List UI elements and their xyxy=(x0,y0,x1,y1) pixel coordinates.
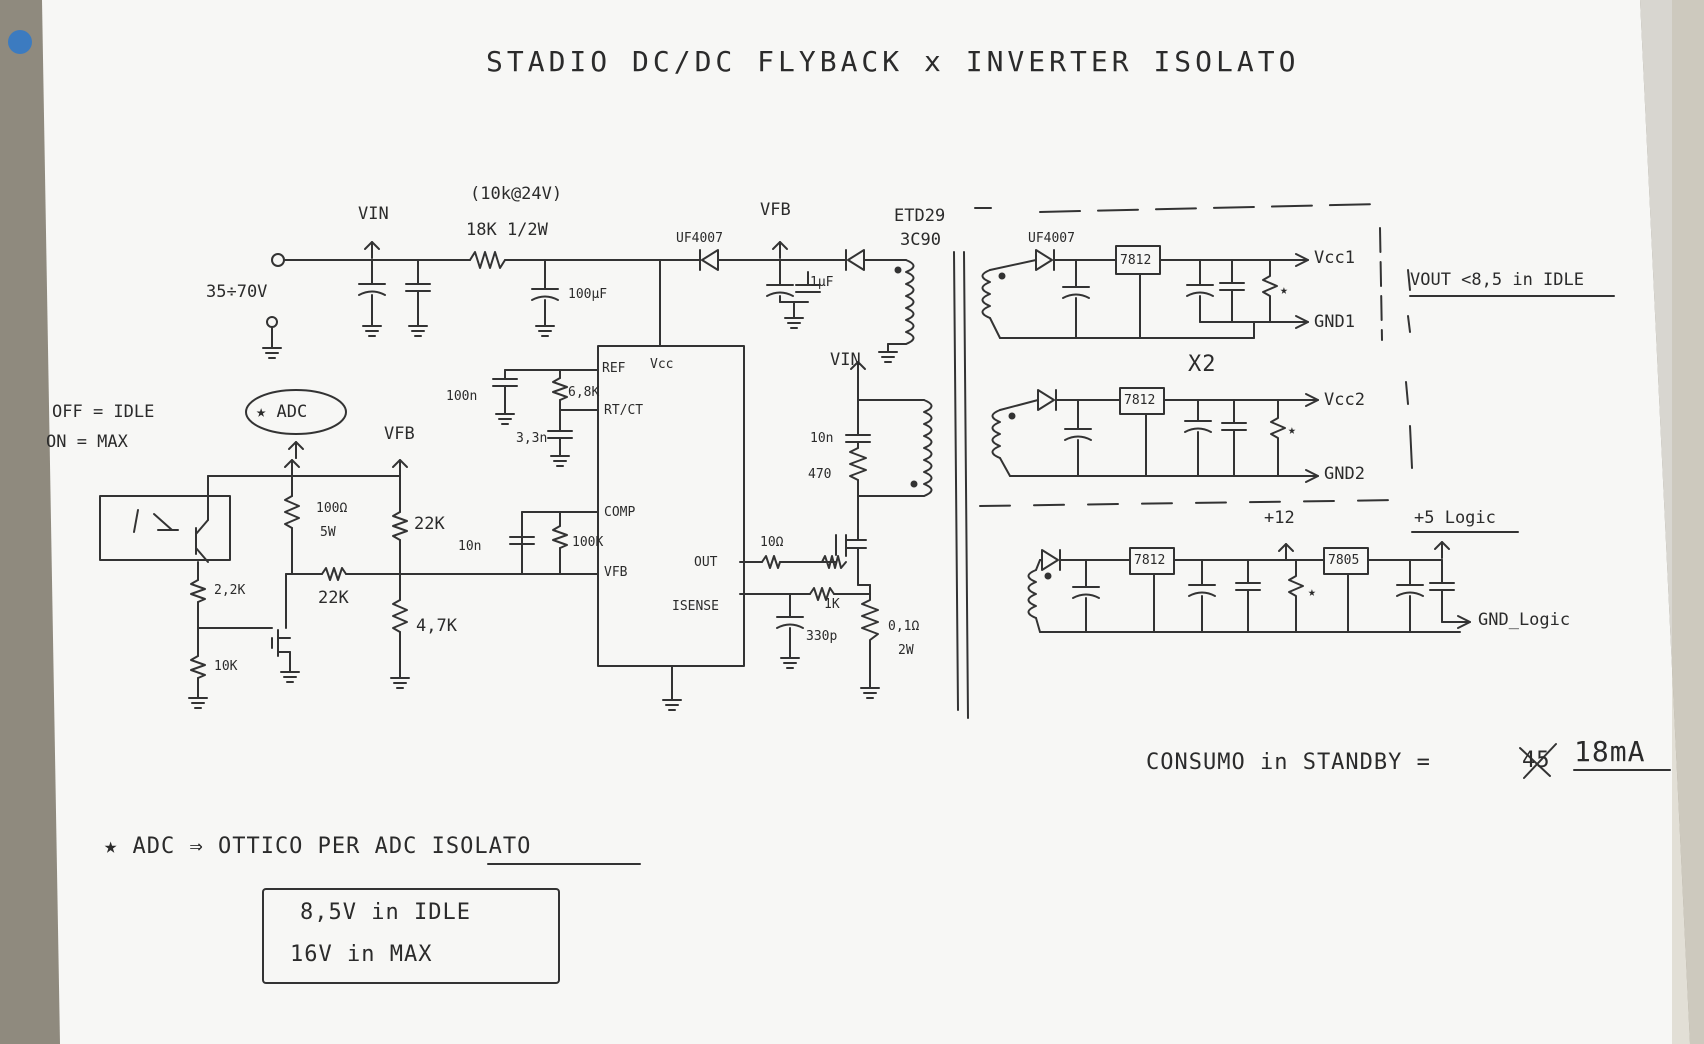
x2-label: X2 xyxy=(1188,352,1217,377)
gnd-logic-label: GND_Logic xyxy=(1478,610,1571,630)
star-logic: ★ xyxy=(1308,585,1316,600)
resistor-10k-label: 10K xyxy=(214,659,238,674)
resistor-100r-power-label: 5W xyxy=(320,525,336,540)
idle-max-box xyxy=(262,888,560,984)
core-type-label: ETD29 xyxy=(894,206,946,226)
on-max-label: ON = MAX xyxy=(46,432,128,452)
plus5-logic-label: +5 Logic xyxy=(1414,508,1496,528)
comp-cap-label: 10n xyxy=(458,539,482,554)
max-voltage-line: 16V in MAX xyxy=(290,942,433,967)
resistor-100r-label: 100Ω xyxy=(316,501,348,516)
star-ch1: ★ xyxy=(1280,283,1288,298)
resistor-2k2-label: 2,2K xyxy=(214,583,246,598)
cap-100uf-label: 100μF xyxy=(568,287,608,302)
ch1-diode-label: UF4007 xyxy=(1028,231,1075,246)
page-title: STADIO DC/DC FLYBACK x INVERTER ISOLATO xyxy=(486,45,1300,78)
vout-idle-note: VOUT <8,5 in IDLE xyxy=(1410,270,1584,290)
star-ch2: ★ xyxy=(1288,423,1296,438)
ch2-regulator-label: 7812 xyxy=(1124,393,1156,408)
ct-cap-label: 3,3n xyxy=(516,431,548,446)
consumption-struck-value: 45 xyxy=(1522,748,1551,773)
ref-cap-label: 100n xyxy=(446,389,478,404)
pin-comp-label: COMP xyxy=(604,505,636,520)
vin-label: VIN xyxy=(358,204,389,224)
gnd2-label: GND2 xyxy=(1324,464,1365,484)
plus12-label: +12 xyxy=(1264,508,1295,528)
adc-tag-label: ★ ADC xyxy=(256,402,308,422)
sense-filter-resistor-label: 1K xyxy=(824,597,840,612)
startup-resistor-label: 18K 1/2W xyxy=(466,220,548,240)
primary-vin-label: VIN xyxy=(830,350,861,370)
pin-rtct-label: RT/CT xyxy=(604,403,644,418)
resistor-4k7-label: 4,7K xyxy=(416,616,457,636)
vcc1-label: Vcc1 xyxy=(1314,248,1355,268)
logic-regulator-5-label: 7805 xyxy=(1328,553,1360,568)
sense-resistor-power-label: 2W xyxy=(898,643,914,658)
rt-resistor-label: 6,8K xyxy=(568,385,600,400)
startup-resistor-note: (10k@24V) xyxy=(470,184,563,204)
sense-resistor-label: 0,1Ω xyxy=(888,619,920,634)
pin-isense-label: ISENSE xyxy=(672,599,719,614)
core-material-label: 3C90 xyxy=(900,230,941,250)
vcc2-label: Vcc2 xyxy=(1324,390,1365,410)
sense-cap-label: 330p xyxy=(806,629,838,644)
vfb-top-label: VFB xyxy=(760,200,791,220)
off-idle-label: OFF = IDLE xyxy=(52,402,155,422)
logic-regulator-12-label: 7812 xyxy=(1134,553,1166,568)
pin-ref-label: REF xyxy=(602,361,626,376)
comp-resistor-label: 100K xyxy=(572,535,604,550)
cap-1uf-label: 1μF xyxy=(810,275,834,290)
pin-out-label: OUT xyxy=(694,555,718,570)
adc-legend-line: ★ ADC ⇒ OTTICO PER ADC ISOLATO xyxy=(104,834,532,859)
resistor-22k-top-label: 22K xyxy=(414,514,445,534)
gnd1-label: GND1 xyxy=(1314,312,1355,332)
gate-resistor-label: 10Ω xyxy=(760,535,784,550)
input-range-label: 35÷70V xyxy=(206,282,268,302)
consumption-label: CONSUMO in STANDBY = xyxy=(1146,750,1431,775)
idle-voltage-line: 8,5V in IDLE xyxy=(300,900,471,925)
resistor-22k-mid-label: 22K xyxy=(318,588,349,608)
pin-vfb-label: VFB xyxy=(604,565,628,580)
vfb-feedback-label: VFB xyxy=(384,424,415,444)
snubber-cap-label: 10n xyxy=(810,431,834,446)
pin-vcc-label: Vcc xyxy=(650,357,674,372)
snubber-resistor-label: 470 xyxy=(808,467,832,482)
bias-diode-label: UF4007 xyxy=(676,231,723,246)
ch1-regulator-label: 7812 xyxy=(1120,253,1152,268)
consumption-value: 18mA xyxy=(1574,735,1646,768)
